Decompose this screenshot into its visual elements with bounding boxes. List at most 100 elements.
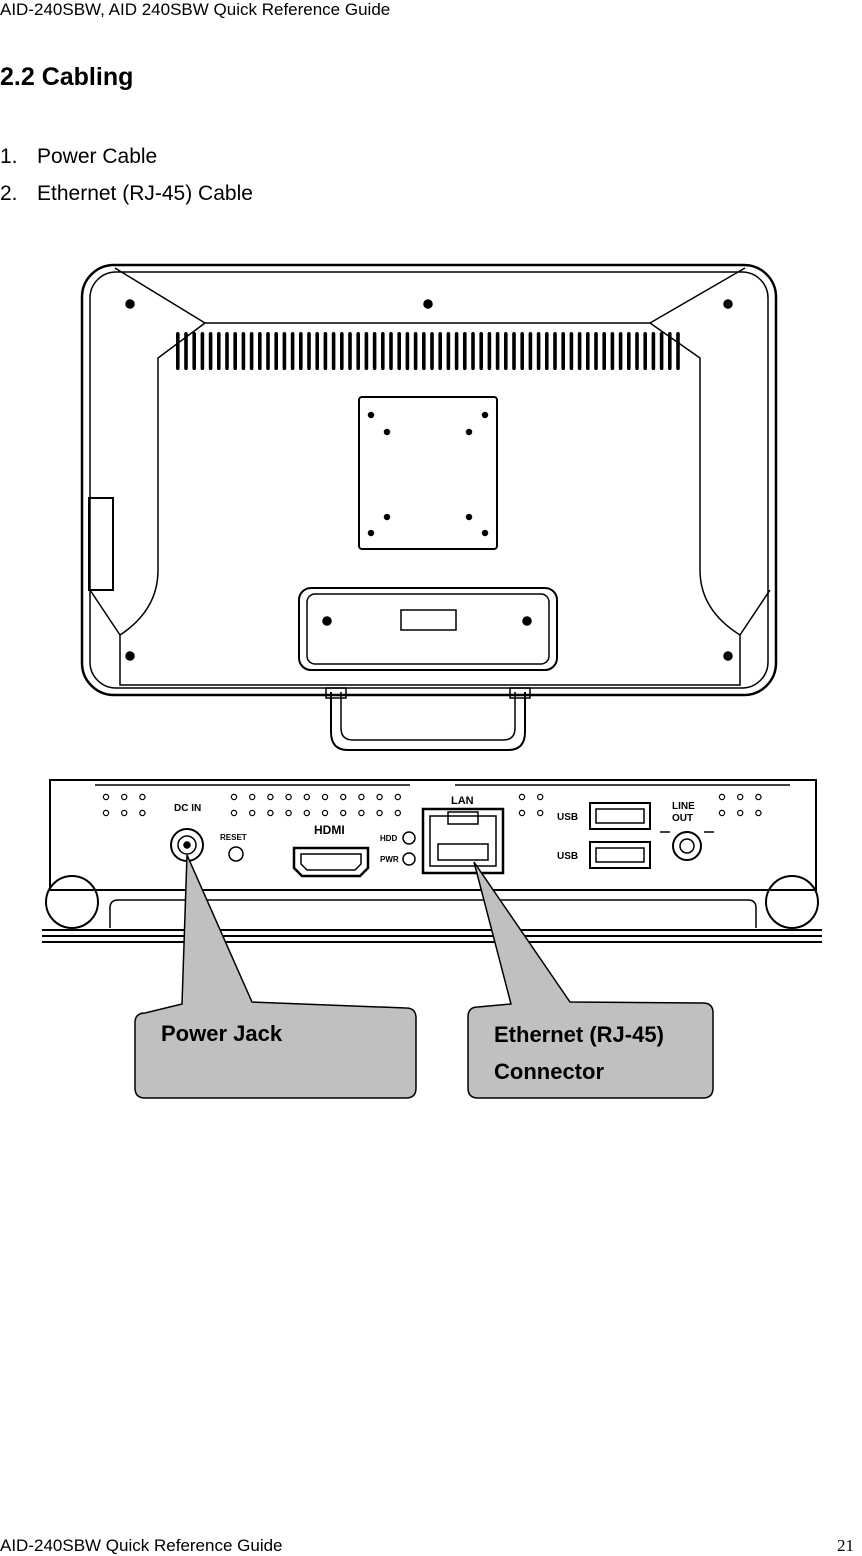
running-header: AID-240SBW, AID 240SBW Quick Reference G… xyxy=(0,0,391,19)
step-number: 1. xyxy=(0,145,18,168)
panel-dot xyxy=(139,809,146,817)
vent-slot xyxy=(651,332,656,370)
vent-slot xyxy=(249,332,254,370)
panel-dot xyxy=(718,793,726,801)
panel-dot xyxy=(303,809,310,817)
power-jack-label: Power Jack xyxy=(161,1021,283,1046)
vent-slot xyxy=(397,332,401,370)
panel-dot xyxy=(737,809,744,817)
vent-slot xyxy=(594,332,598,370)
panel-dot xyxy=(285,793,292,801)
vent-slot xyxy=(479,332,483,370)
usb-label-top: USB xyxy=(557,812,578,823)
line-out-label-line2: OUT xyxy=(672,813,693,824)
vent-slot xyxy=(536,332,541,370)
cabling-steps-list: 1.Power Cable 2.Ethernet (RJ-45) Cable xyxy=(0,138,253,212)
hdmi-label: HDMI xyxy=(314,823,345,837)
vent-slot xyxy=(290,332,295,370)
panel-dot xyxy=(102,809,110,817)
page-number: 21 xyxy=(837,1536,854,1555)
vent-slot xyxy=(184,332,188,370)
ventilation-slots xyxy=(176,332,680,370)
vent-slot xyxy=(471,332,475,370)
vent-slot xyxy=(176,332,180,370)
panel-dot xyxy=(248,809,256,817)
panel-dot xyxy=(340,809,347,817)
monitor-rear-view xyxy=(80,263,778,751)
vent-slot xyxy=(430,332,434,370)
panel-dot xyxy=(518,793,526,801)
panel-dot xyxy=(340,793,347,801)
panel-dot xyxy=(376,809,383,817)
vent-slot xyxy=(282,332,287,370)
panel-dot xyxy=(755,809,762,817)
vent-slot xyxy=(545,332,549,370)
reset-label: RESET xyxy=(220,833,247,842)
panel-dot xyxy=(321,809,329,817)
vent-slot xyxy=(610,332,615,370)
running-footer: AID-240SBW Quick Reference Guide xyxy=(0,1536,283,1555)
vent-slot xyxy=(512,332,516,370)
vent-slot xyxy=(438,332,442,370)
panel-dot xyxy=(248,793,256,801)
vent-slot xyxy=(446,332,451,370)
panel-dot xyxy=(120,809,128,817)
vent-slot xyxy=(561,332,565,370)
vent-slot xyxy=(331,332,336,370)
usb-label-bottom: USB xyxy=(557,851,578,862)
section-title: 2.2 Cabling xyxy=(0,63,134,91)
power-jack-callout-box xyxy=(134,854,417,1099)
panel-dot xyxy=(267,809,274,817)
ethernet-label-line1: Ethernet (RJ-45) xyxy=(494,1022,664,1047)
vent-slot xyxy=(307,332,311,370)
vent-slot xyxy=(602,332,606,370)
vent-slot xyxy=(323,332,328,370)
cabling-figure: DC IN RESET HDMI HDD PWR LAN USB USB LIN… xyxy=(42,263,822,1099)
panel-dot xyxy=(394,793,401,801)
line-out-label-line1: LINE xyxy=(672,801,695,812)
vent-slot xyxy=(627,332,631,370)
callouts: Power Jack Ethernet (RJ-45) Connector xyxy=(134,854,714,1099)
vent-slot xyxy=(553,332,557,370)
panel-dot xyxy=(285,809,292,817)
panel-dot xyxy=(376,793,383,801)
vent-slot xyxy=(520,332,524,370)
vent-slot xyxy=(217,332,221,370)
vent-slot xyxy=(364,332,369,370)
panel-dot xyxy=(267,793,274,801)
ethernet-callout-box xyxy=(467,861,714,1099)
vent-slot xyxy=(241,332,246,370)
vent-slot xyxy=(643,332,647,370)
vent-slot xyxy=(676,332,680,370)
vent-slot xyxy=(463,332,467,370)
vent-slot xyxy=(569,332,574,370)
vent-slot xyxy=(618,332,623,370)
panel-dot xyxy=(139,793,146,801)
panel-dot xyxy=(303,793,310,801)
vent-slot xyxy=(577,332,582,370)
vent-slot xyxy=(635,332,639,370)
vent-slot xyxy=(208,332,213,370)
vent-slot xyxy=(487,332,492,370)
panel-dot xyxy=(358,793,365,801)
panel-dot xyxy=(755,793,762,801)
io-panel xyxy=(42,779,822,943)
vent-slot xyxy=(356,332,360,370)
vent-slot xyxy=(233,332,237,370)
vent-slot xyxy=(586,332,590,370)
dc-in-label: DC IN xyxy=(174,803,201,814)
vent-slot xyxy=(381,332,385,370)
vent-slot xyxy=(192,332,196,370)
step-item: 1.Power Cable xyxy=(0,138,253,175)
panel-dot xyxy=(537,809,544,817)
vent-slot xyxy=(495,332,500,370)
vent-slot xyxy=(372,332,377,370)
panel-dot xyxy=(394,809,401,817)
vent-slot xyxy=(258,332,262,370)
panel-dot xyxy=(230,793,238,801)
vent-slot xyxy=(266,332,270,370)
step-item: 2.Ethernet (RJ-45) Cable xyxy=(0,175,253,212)
vent-slot xyxy=(348,332,352,370)
panel-dots xyxy=(102,793,762,817)
vent-slot xyxy=(340,332,344,370)
